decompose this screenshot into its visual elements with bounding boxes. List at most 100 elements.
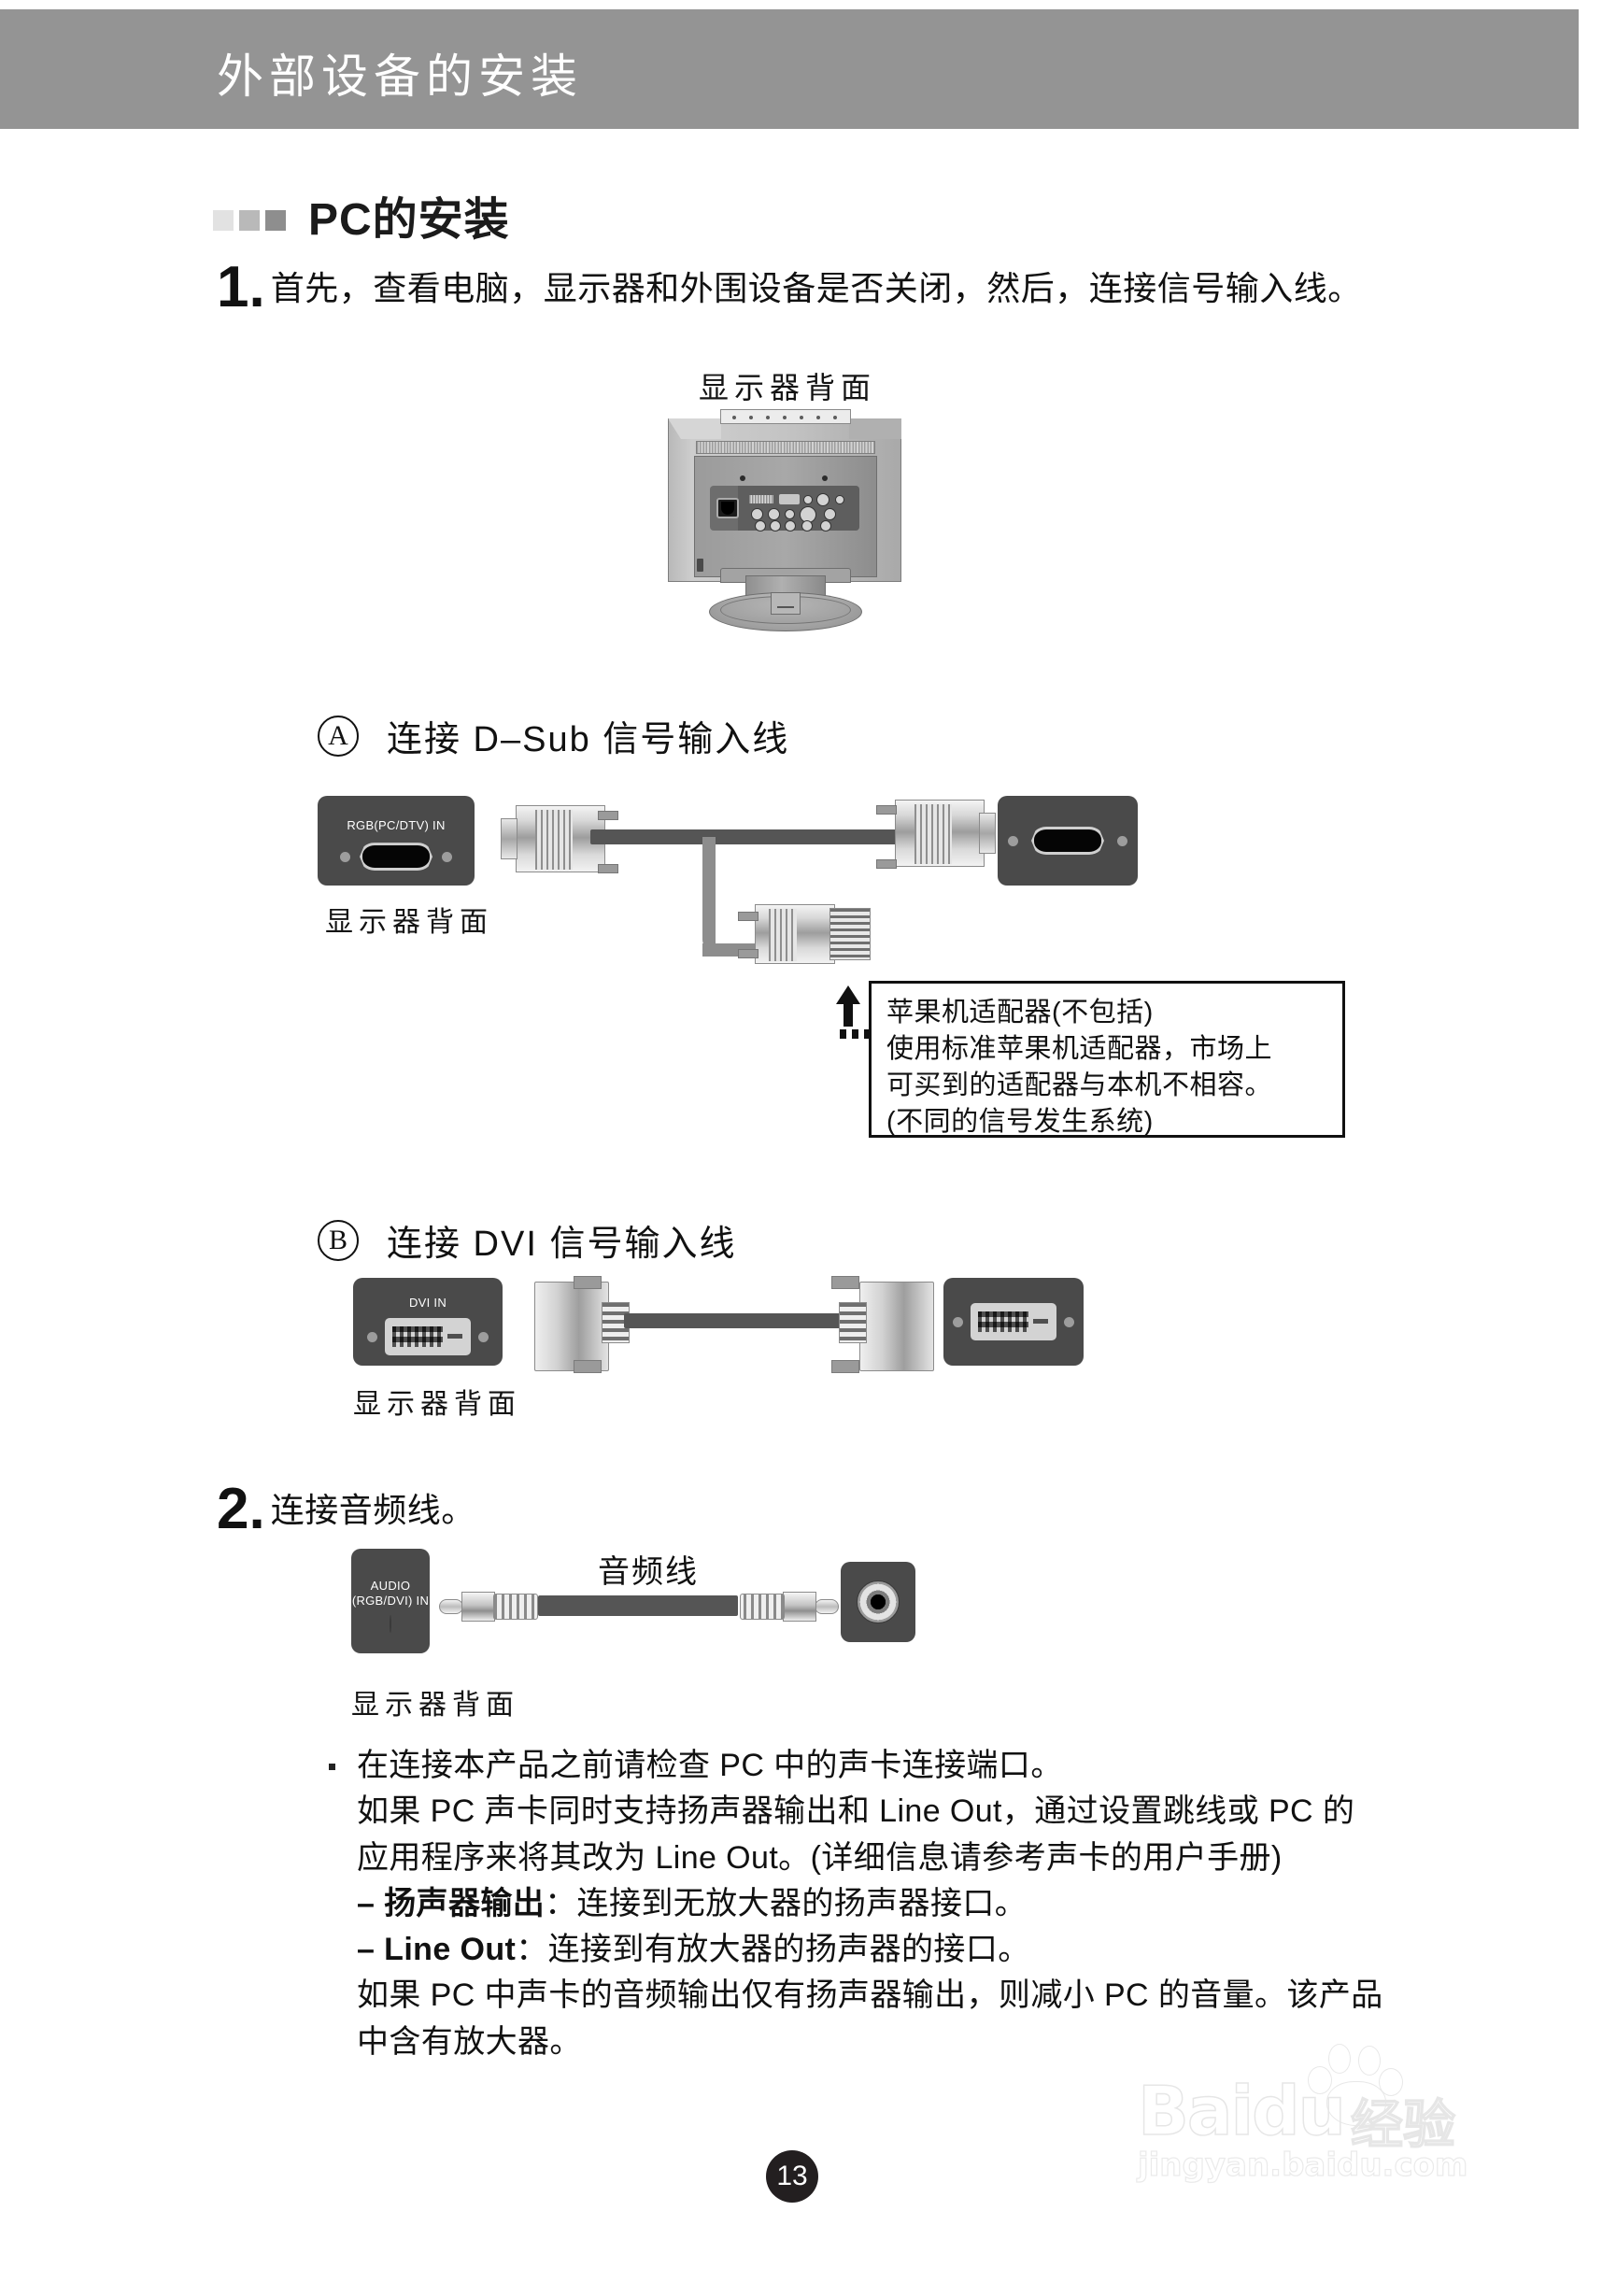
monitor-back-illustration: [668, 409, 901, 638]
note-line-6: 如果 PC 中声卡的音频输出仅有扬声器输出，则减小 PC 的音量。该产品: [357, 1977, 1383, 2014]
note-line-1: 在连接本产品之前请检查 PC 中的声卡连接端口。: [357, 1748, 1063, 1783]
dvi-cable: [624, 1313, 844, 1328]
dvi-connector-left: [534, 1282, 609, 1371]
callout-line-1: 苹果机适配器(不包括): [886, 998, 1154, 1028]
note-line-5: – Line Out：连接到有放大器的扬声器的接口。: [357, 1927, 1394, 1973]
monitor-kensington-lock-icon: [697, 559, 703, 572]
monitor-top-bar: [720, 409, 851, 424]
callout-line-3: 可买到的适配器与本机不相容。: [886, 1070, 1273, 1100]
notes-block: 在连接本产品之前请检查 PC 中的声卡连接端口。 如果 PC 声卡同时支持扬声器…: [329, 1743, 1394, 2065]
vga-thumbscrew-icon: [598, 811, 618, 820]
watermark-brand: Baidu: [1137, 2071, 1346, 2151]
note-line-4-text: ：连接到无放大器的扬声器接口。: [545, 1885, 1028, 1921]
apple-adapter-head: [829, 908, 871, 960]
monitor-vent-grille: [696, 441, 875, 454]
section-title: PC的安装: [308, 195, 510, 245]
step-1-text: 首先，查看电脑，显示器和外围设备是否关闭，然后，连接信号输入线。: [270, 269, 1362, 307]
audio-plug-right: [729, 1588, 839, 1625]
dvi-screw-hole-icon: [367, 1331, 377, 1342]
pc-dvi-port-plate: [943, 1278, 1084, 1366]
dsub-connector-hole-icon: [1031, 827, 1104, 855]
audio-rca-jack-icon: [857, 1580, 900, 1623]
dsub-screw-hole-icon: [1117, 835, 1127, 846]
pc-dsub-port-plate: [998, 796, 1138, 886]
dvi-port-label: DVI IN: [408, 1295, 447, 1310]
dsub-screw-hole-icon: [442, 851, 452, 862]
subsection-a-title: 连接 D–Sub 信号输入线: [387, 720, 790, 759]
audio-port-plate: AUDIO (RGB/DVI) IN: [351, 1549, 430, 1653]
marker-a-icon: A: [318, 715, 359, 757]
paw-print-icon: [1306, 2044, 1409, 2126]
dvi-thumbscrew-icon: [574, 1360, 602, 1373]
dvi-monitor-caption: 显示器背面: [353, 1388, 521, 1421]
watermark-brand-cn: 经验: [1350, 2094, 1456, 2157]
pc-audio-port-plate: [841, 1562, 915, 1642]
audio-monitor-caption: 显示器背面: [351, 1689, 519, 1722]
callout-line-4: (不同的信号发生系统): [886, 1106, 1154, 1137]
note-line-2: 如果 PC 声卡同时支持扬声器输出和 Line Out，通过设置跳线或 PC 的: [357, 1793, 1355, 1830]
monitor-connector-panel-dark: [738, 486, 859, 531]
adapter-thumbscrew-icon: [738, 949, 758, 958]
dsub-port-plate: RGB(PC/DTV) IN: [318, 796, 475, 886]
dsub-monitor-caption: 显示器背面: [325, 906, 493, 939]
note-line-5-text: ：连接到有放大器的扬声器的接口。: [516, 1932, 1030, 1968]
monitor-shoulder-right: [849, 418, 901, 439]
subsection-b-title: 连接 DVI 信号输入线: [387, 1225, 737, 1264]
dvi-thumbscrew-icon: [831, 1276, 859, 1289]
dvi-thumbscrew-icon: [574, 1276, 602, 1289]
dvi-connector-right: [859, 1282, 934, 1371]
bullet-square-icon: [213, 210, 234, 231]
dvi-screw-hole-icon: [953, 1316, 963, 1327]
dsub-connector-hole-icon: [360, 843, 432, 872]
apple-adapter-connector: [755, 904, 835, 964]
watermark-url: jingyan.baidu.com: [1137, 2146, 1468, 2184]
callout-arrow-icon: [836, 985, 860, 1027]
dvi-screw-hole-icon: [1064, 1316, 1074, 1327]
dsub-cable-branch: [702, 837, 716, 949]
monitor-power-socket: [716, 498, 739, 518]
page-number: 13: [766, 2150, 818, 2203]
note-line-7: 中含有放大器。: [357, 2023, 582, 2060]
callout-dotted-leader: [840, 1029, 872, 1039]
bullet-dot-icon: [329, 1764, 335, 1770]
step-2-text: 连接音频线。: [270, 1491, 475, 1529]
dvi-port-plate: DVI IN: [353, 1278, 503, 1366]
vga-thumbscrew-icon: [598, 864, 618, 873]
audio-plug-left: [439, 1588, 549, 1625]
dvi-connector-right-head: [839, 1302, 867, 1343]
audio-port-label-line2: (RGB/DVI) IN: [351, 1594, 430, 1608]
dvi-screw-hole-icon: [478, 1331, 489, 1342]
section-heading: PC的安装: [213, 198, 510, 243]
step-2: 2. 连接音频线。: [217, 1477, 1057, 1541]
note-line-5-label: – Line Out: [357, 1932, 517, 1968]
callout-line-2: 使用标准苹果机适配器，市场上: [886, 1033, 1273, 1064]
marker-b-icon: B: [318, 1219, 359, 1261]
vga-connector-right: [895, 800, 985, 867]
dsub-port-label: RGB(PC/DTV) IN: [347, 817, 446, 832]
dvi-thumbscrew-icon: [831, 1360, 859, 1373]
note-line-4-label: – 扬声器输出: [357, 1885, 546, 1921]
page-header-title: 外部设备的安装: [217, 50, 583, 104]
monitor-figure-caption: 显示器背面: [699, 370, 877, 405]
baidu-watermark: Baidu 经验 jingyan.baidu.com: [1123, 2038, 1496, 2197]
step-1: 1. 首先，查看电脑，显示器和外围设备是否关闭，然后，连接信号输入线。: [217, 255, 1422, 319]
subsection-a-heading: A 连接 D–Sub 信号输入线: [318, 710, 789, 761]
audio-port-label-line1: AUDIO: [370, 1578, 411, 1593]
bullet-square-icon: [239, 210, 260, 231]
dsub-screw-hole-icon: [1008, 835, 1018, 846]
dsub-cable: [590, 829, 899, 844]
vga-thumbscrew-icon: [876, 859, 897, 869]
vga-connector-right-nose: [979, 813, 996, 854]
apple-adapter-callout: 苹果机适配器(不包括) 使用标准苹果机适配器，市场上 可买到的适配器与本机不相容…: [869, 981, 1345, 1138]
dvi-connector-hole-icon: [971, 1303, 1056, 1340]
vga-thumbscrew-icon: [876, 805, 897, 815]
vga-connector-left-nose: [501, 818, 517, 859]
monitor-stand-slot: [771, 592, 801, 615]
note-line-3: 应用程序来将其改为 Line Out。(详细信息请参考声卡的用户手册): [357, 1839, 1283, 1876]
audio-cable: [538, 1595, 738, 1616]
bullet-square-icon: [265, 210, 286, 231]
adapter-thumbscrew-icon: [738, 912, 758, 921]
step-1-number: 1.: [217, 255, 265, 319]
step-2-number: 2.: [217, 1477, 265, 1541]
